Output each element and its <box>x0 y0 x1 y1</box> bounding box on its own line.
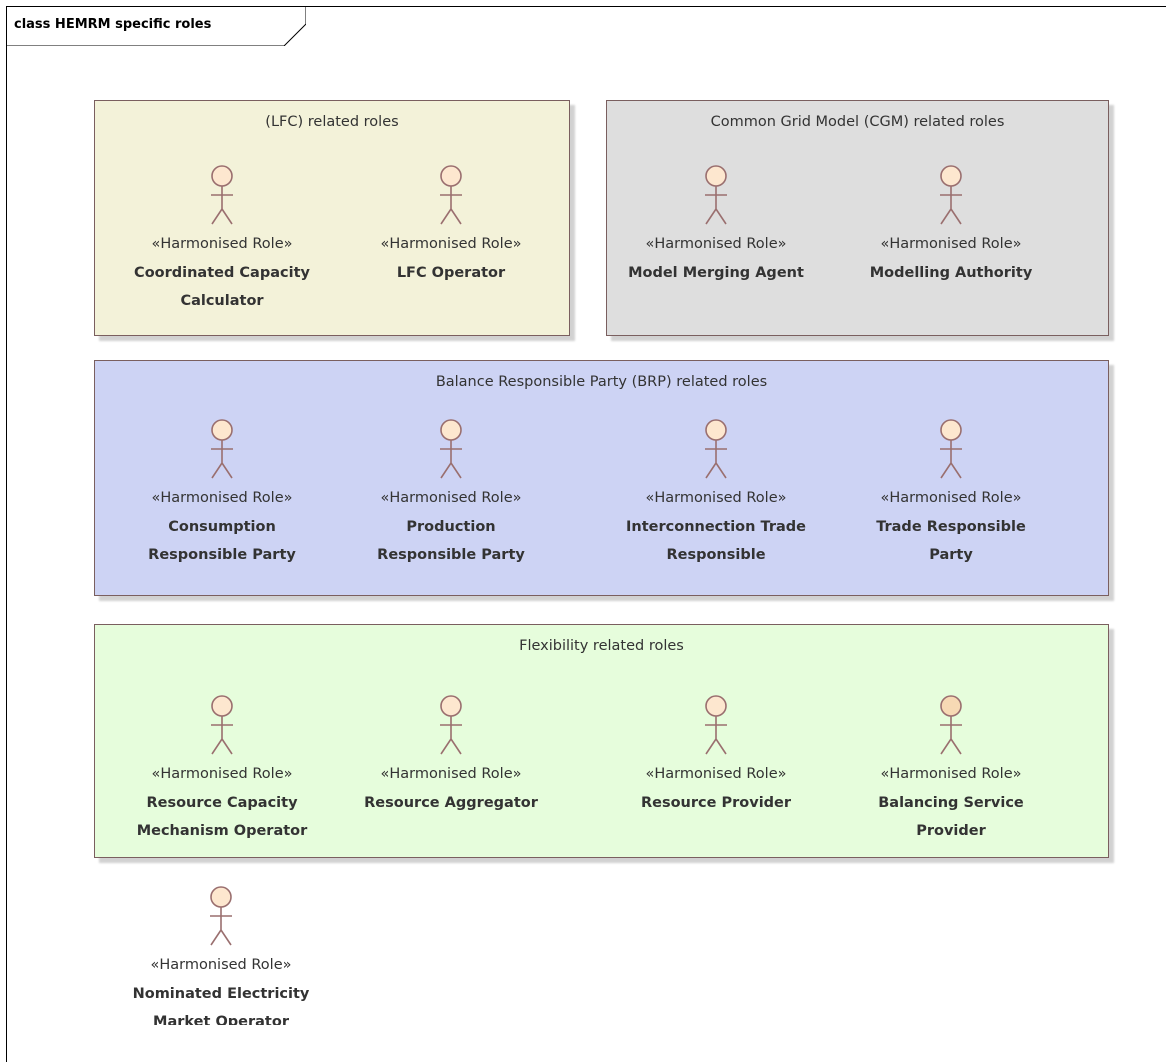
actor-icon <box>940 419 962 479</box>
frame-title: class HEMRM specific roles <box>14 17 212 32</box>
package-title: (LFC) related roles <box>265 114 399 130</box>
actor-stereotype: «Harmonised Role» <box>150 957 292 973</box>
package-lfc[interactable]: (LFC) related roles «Harmonised Role» Co… <box>94 100 570 336</box>
actor-stereotype: «Harmonised Role» <box>880 766 1022 782</box>
package-title: Flexibility related roles <box>519 638 684 654</box>
actor-icon <box>705 165 727 225</box>
actor-name: Resource Capacity Mechanism Operator <box>136 795 308 839</box>
actor-modelling-authority[interactable]: «Harmonised Role» Modelling Authority <box>841 164 1061 324</box>
actor-name: Coordinated Capacity Calculator <box>134 265 310 309</box>
actor-trade-responsible-party[interactable]: «Harmonised Role» Trade Responsible Part… <box>841 418 1061 578</box>
package-title: Common Grid Model (CGM) related roles <box>710 114 1005 130</box>
actor-resource-aggregator[interactable]: «Harmonised Role» Resource Aggregator <box>341 694 561 854</box>
actor-name: Modelling Authority <box>869 265 1033 281</box>
actor-name: LFC Operator <box>396 265 506 281</box>
actor-interconnection-trade-responsible[interactable]: «Harmonised Role» Interconnection Trade … <box>606 418 826 578</box>
actor-stereotype: «Harmonised Role» <box>151 490 293 506</box>
actor-production-responsible-party[interactable]: «Harmonised Role» Production Responsible… <box>341 418 561 578</box>
actor-stereotype: «Harmonised Role» <box>380 490 522 506</box>
actor-consumption-responsible-party[interactable]: «Harmonised Role» Consumption Responsibl… <box>112 418 332 578</box>
actor-name: Interconnection Trade Responsible <box>626 519 806 563</box>
actor-icon <box>705 695 727 755</box>
actor-lfc-operator[interactable]: «Harmonised Role» LFC Operator <box>341 164 561 324</box>
actor-icon <box>210 886 232 946</box>
actor-icon <box>211 695 233 755</box>
actor-stereotype: «Harmonised Role» <box>380 236 522 252</box>
package-brp[interactable]: Balance Responsible Party (BRP) related … <box>94 360 1109 596</box>
actor-resource-provider[interactable]: «Harmonised Role» Resource Provider <box>606 694 826 854</box>
actor-nominated-electricity-market-operator[interactable]: «Harmonised Role» Nominated Electricity … <box>111 885 331 1045</box>
actor-stereotype: «Harmonised Role» <box>645 766 787 782</box>
actor-stereotype: «Harmonised Role» <box>880 236 1022 252</box>
package-title: Balance Responsible Party (BRP) related … <box>435 374 768 390</box>
actor-balancing-service-provider[interactable]: «Harmonised Role» Balancing Service Prov… <box>841 694 1061 854</box>
diagram-frame <box>6 6 1166 1062</box>
actor-icon <box>440 695 462 755</box>
actor-stereotype: «Harmonised Role» <box>151 766 293 782</box>
actor-stereotype: «Harmonised Role» <box>151 236 293 252</box>
actor-coordinated-capacity-calculator[interactable]: «Harmonised Role» Coordinated Capacity C… <box>112 164 332 324</box>
actor-name: Production Responsible Party <box>377 519 525 563</box>
actor-name: Resource Aggregator <box>364 795 538 811</box>
actor-icon <box>440 419 462 479</box>
actor-icon <box>940 165 962 225</box>
actor-icon <box>211 419 233 479</box>
actor-icon <box>440 165 462 225</box>
actor-stereotype: «Harmonised Role» <box>645 236 787 252</box>
actor-resource-capacity-mechanism-operator[interactable]: «Harmonised Role» Resource Capacity Mech… <box>112 694 332 854</box>
actor-name: Balancing Service Provider <box>878 795 1024 839</box>
actor-stereotype: «Harmonised Role» <box>645 490 787 506</box>
frame-title-tab <box>6 6 306 46</box>
package-flexibility[interactable]: Flexibility related roles «Harmonised Ro… <box>94 624 1109 858</box>
actor-name: Consumption Responsible Party <box>148 519 296 563</box>
actor-name: Resource Provider <box>640 795 792 811</box>
clip-mask <box>7 1025 1167 1063</box>
actor-name: Trade Responsible Party <box>876 519 1026 563</box>
actor-stereotype: «Harmonised Role» <box>880 490 1022 506</box>
package-cgm[interactable]: Common Grid Model (CGM) related roles «H… <box>606 100 1109 336</box>
actor-name: Model Merging Agent <box>628 265 804 281</box>
actor-model-merging-agent[interactable]: «Harmonised Role» Model Merging Agent <box>606 164 826 324</box>
actor-icon <box>705 419 727 479</box>
actor-stereotype: «Harmonised Role» <box>380 766 522 782</box>
actor-icon <box>211 165 233 225</box>
actor-icon <box>940 695 962 755</box>
